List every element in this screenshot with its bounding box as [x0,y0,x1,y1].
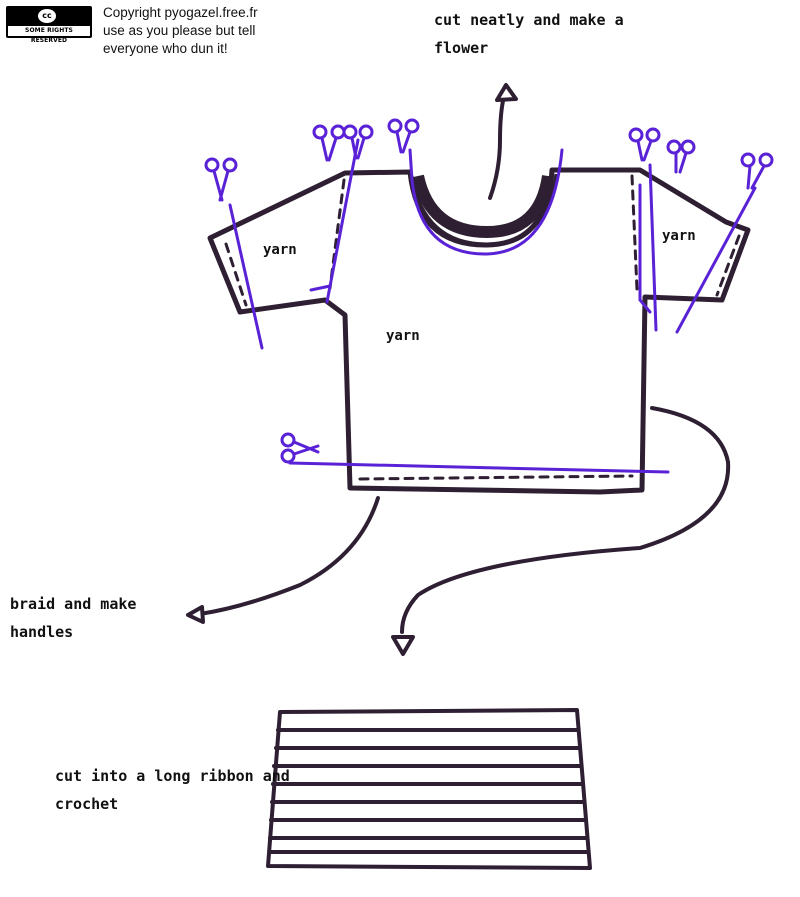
arrow-handles [186,496,380,624]
note-handles-line-2: handles [10,623,74,641]
arrow-collar [488,83,518,200]
copyright-line-3: everyone who dun it! [103,41,228,56]
scissors-icon [204,157,238,202]
note-collar: cut neatly and make a flower [434,6,624,62]
copyright-notice: Copyright pyogazel.free.fr use as you pl… [103,4,303,58]
scissors-icon [740,152,774,190]
license-band-text: SOME RIGHTS RESERVED [8,26,90,44]
scissors-icon [666,139,696,174]
cc-license-badge: cc SOME RIGHTS RESERVED [6,6,92,44]
note-collar-line-1: cut neatly and make a [434,11,624,29]
label-sleeve-left: yarn [263,242,297,258]
note-collar-line-2: flower [434,39,489,57]
note-ribbon: cut into a long ribbon and crochet [55,762,290,818]
note-ribbon-line-1: cut into a long ribbon and [55,767,290,785]
label-sleeve-right: yarn [662,228,696,244]
cc-logo-icon: cc [38,9,56,23]
scissors-icon [280,432,320,464]
scissors-icon [312,124,346,162]
arrow-ribbon [391,406,731,656]
label-body: yarn [386,328,420,344]
cut-lines [228,138,757,474]
scissors-icon [387,118,420,154]
note-handles-line-1: braid and make [10,595,137,613]
ribbon-block [266,708,592,870]
note-handles: braid and make handles [10,590,136,646]
copyright-line-1: Copyright pyogazel.free.fr [103,5,258,20]
scissors-icon [342,124,374,160]
scissors-icon [628,127,661,162]
note-ribbon-line-2: crochet [55,795,119,813]
collar-band [410,173,558,246]
copyright-line-2: use as you please but tell [103,23,256,38]
stitch-lines [224,174,741,481]
